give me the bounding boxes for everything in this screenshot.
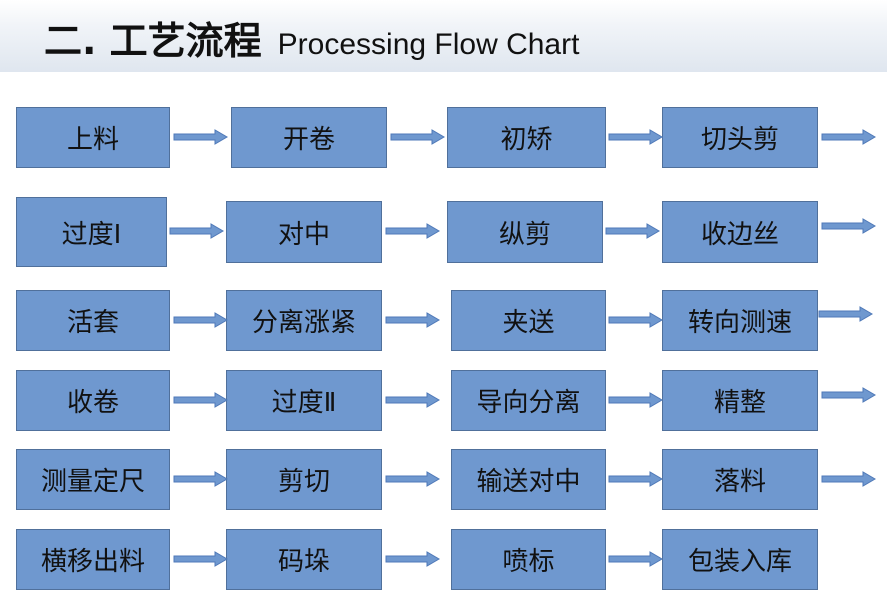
- flow-arrow-icon: [608, 312, 664, 328]
- flow-arrow-icon: [173, 551, 229, 567]
- flow-arrow-icon: [818, 306, 874, 322]
- flow-arrow-icon: [173, 471, 229, 487]
- step-box: 过度Ⅱ: [226, 370, 382, 431]
- flow-arrow-icon: [605, 223, 661, 239]
- step-box: 收边丝: [662, 201, 818, 263]
- step-box: 纵剪: [447, 201, 603, 263]
- flow-arrow-icon: [821, 471, 877, 487]
- step-box: 导向分离: [451, 370, 606, 431]
- step-box: 活套: [16, 290, 170, 351]
- flow-arrow-icon: [608, 471, 664, 487]
- step-box: 落料: [662, 449, 818, 510]
- flow-arrow-icon: [385, 392, 441, 408]
- page-title: 二. 工艺流程 Processing Flow Chart: [44, 10, 579, 66]
- flow-arrow-icon: [385, 223, 441, 239]
- step-box: 测量定尺: [16, 449, 170, 510]
- step-box: 初矫: [447, 107, 606, 168]
- step-box: 横移出料: [16, 529, 170, 590]
- title-chinese: 二. 工艺流程: [44, 19, 262, 63]
- step-box: 收卷: [16, 370, 170, 431]
- flow-arrow-icon: [821, 218, 877, 234]
- step-box: 开卷: [231, 107, 387, 168]
- step-box: 剪切: [226, 449, 382, 510]
- flow-arrow-icon: [385, 312, 441, 328]
- step-box: 过度Ⅰ: [16, 197, 167, 267]
- step-box: 上料: [16, 107, 170, 168]
- step-box: 包装入库: [662, 529, 818, 590]
- flow-arrow-icon: [608, 129, 664, 145]
- flow-arrow-icon: [608, 392, 664, 408]
- flow-arrow-icon: [173, 312, 229, 328]
- flow-arrow-icon: [608, 551, 664, 567]
- flow-arrow-icon: [169, 223, 225, 239]
- flow-arrow-icon: [385, 471, 441, 487]
- flow-arrow-icon: [821, 129, 877, 145]
- step-box: 精整: [662, 370, 818, 431]
- step-box: 输送对中: [451, 449, 606, 510]
- step-box: 喷标: [451, 529, 606, 590]
- flow-arrow-icon: [173, 129, 229, 145]
- step-box: 夹送: [451, 290, 606, 351]
- flow-arrow-icon: [390, 129, 446, 145]
- step-box: 切头剪: [662, 107, 818, 168]
- title-english: Processing Flow Chart: [277, 28, 580, 61]
- step-box: 转向测速: [662, 290, 818, 351]
- flow-arrow-icon: [821, 387, 877, 403]
- title-bar: 二. 工艺流程 Processing Flow Chart: [0, 0, 887, 72]
- step-box: 码垛: [226, 529, 382, 590]
- flow-arrow-icon: [385, 551, 441, 567]
- step-box: 分离涨紧: [226, 290, 382, 351]
- step-box: 对中: [226, 201, 382, 263]
- flow-arrow-icon: [173, 392, 229, 408]
